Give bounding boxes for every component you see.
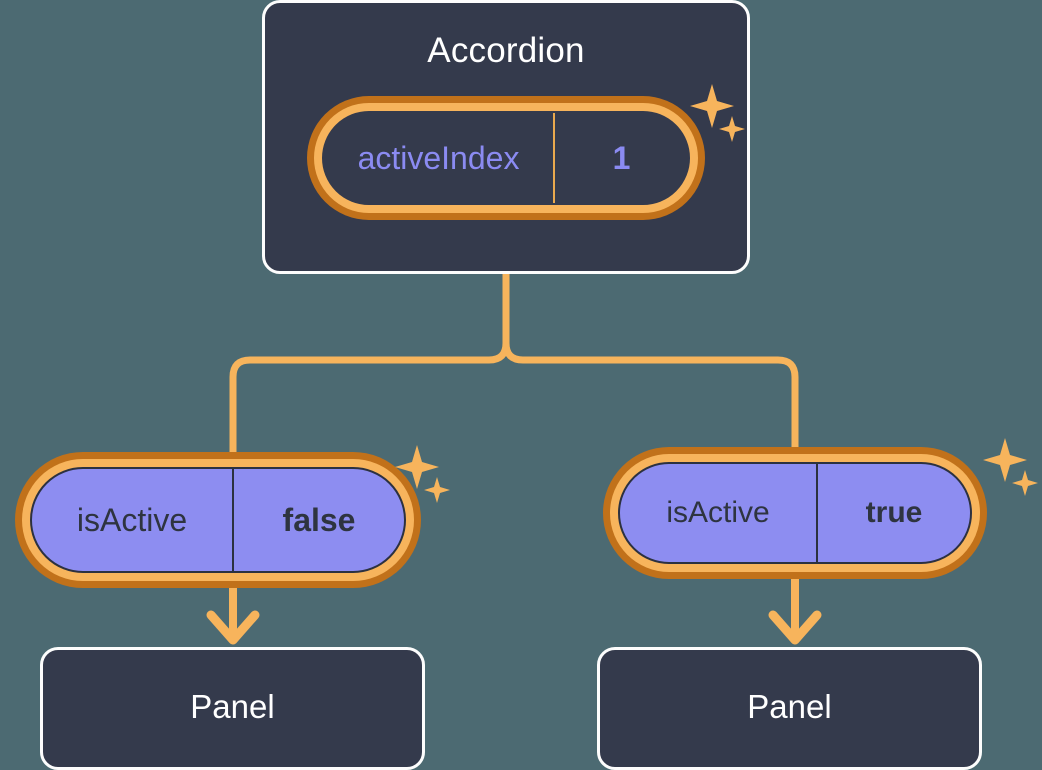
- state-pill-active-index[interactable]: activeIndex 1: [307, 96, 705, 220]
- panel-component-node-right[interactable]: Panel: [597, 647, 982, 770]
- panel-node-title: Panel: [747, 688, 832, 725]
- wire-to-left-branch: [229, 270, 510, 456]
- panel-node-title: Panel: [190, 688, 275, 725]
- pill-body: isActive false: [30, 467, 406, 573]
- arrow-head-right: [768, 610, 822, 645]
- state-value-label: 1: [612, 139, 631, 176]
- pill-body: isActive true: [618, 462, 972, 564]
- state-value-label: false: [282, 501, 356, 538]
- state-key-label: isActive: [620, 464, 818, 562]
- state-value-label: true: [865, 496, 923, 529]
- pill-highlight-ring: isActive true: [610, 454, 980, 572]
- arrow-head-left: [206, 610, 260, 645]
- wire-to-right-branch: [502, 270, 799, 451]
- accordion-node-title: Accordion: [427, 31, 585, 70]
- state-pill-is-active-false[interactable]: isActive false: [15, 452, 421, 588]
- pill-highlight-ring: activeIndex 1: [314, 103, 698, 213]
- sparkle-icon: [981, 436, 1041, 511]
- state-key-label: activeIndex: [324, 113, 555, 203]
- state-key-label: isActive: [32, 469, 234, 571]
- pill-highlight-ring: isActive false: [22, 459, 414, 581]
- panel-component-node-left[interactable]: Panel: [40, 647, 425, 770]
- state-pill-is-active-true[interactable]: isActive true: [603, 447, 987, 579]
- pill-body: activeIndex 1: [322, 111, 690, 205]
